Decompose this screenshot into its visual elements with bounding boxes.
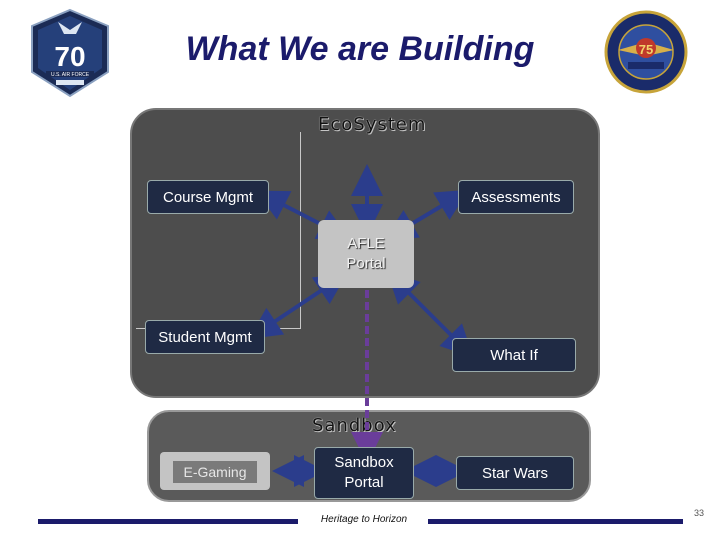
afle-portal-node: AFLE Portal — [318, 220, 414, 288]
arrow-whatif-to-portal — [386, 270, 474, 358]
footer-rule-left — [38, 519, 298, 524]
sandbox-portal-node: Sandbox Portal — [314, 447, 414, 499]
sandbox-portal-line2: Portal — [344, 474, 384, 491]
afle-portal-line2: Portal — [346, 255, 386, 272]
svg-text:75: 75 — [639, 42, 653, 57]
usaf-70-logo: 70 U.S. AIR FORCE — [28, 8, 112, 98]
footer-rule-right — [428, 519, 683, 524]
e-gaming-node: E-Gaming — [173, 461, 257, 483]
assessments-node: Assessments — [458, 180, 574, 214]
page-title: What We are Building — [185, 30, 535, 68]
anniversary-seal-logo: 75 — [604, 10, 688, 94]
footer-tagline: Heritage to Horizon — [320, 514, 408, 525]
ecosystem-label: EcoSystem — [318, 114, 427, 135]
star-wars-node: Star Wars — [456, 456, 574, 490]
what-if-node: What If — [452, 338, 576, 372]
afle-portal-line1: AFLE — [347, 235, 385, 252]
course-mgmt-node: Course Mgmt — [147, 180, 269, 214]
svg-text:70: 70 — [54, 41, 85, 72]
student-mgmt-node: Student Mgmt — [145, 320, 265, 354]
page-number: 33 — [694, 508, 705, 518]
sandbox-label: Sandbox — [312, 415, 397, 436]
sandbox-portal-line1: Sandbox — [334, 454, 394, 471]
svg-text:U.S. AIR FORCE: U.S. AIR FORCE — [51, 72, 90, 78]
arrow-student-to-portal — [248, 273, 348, 339]
